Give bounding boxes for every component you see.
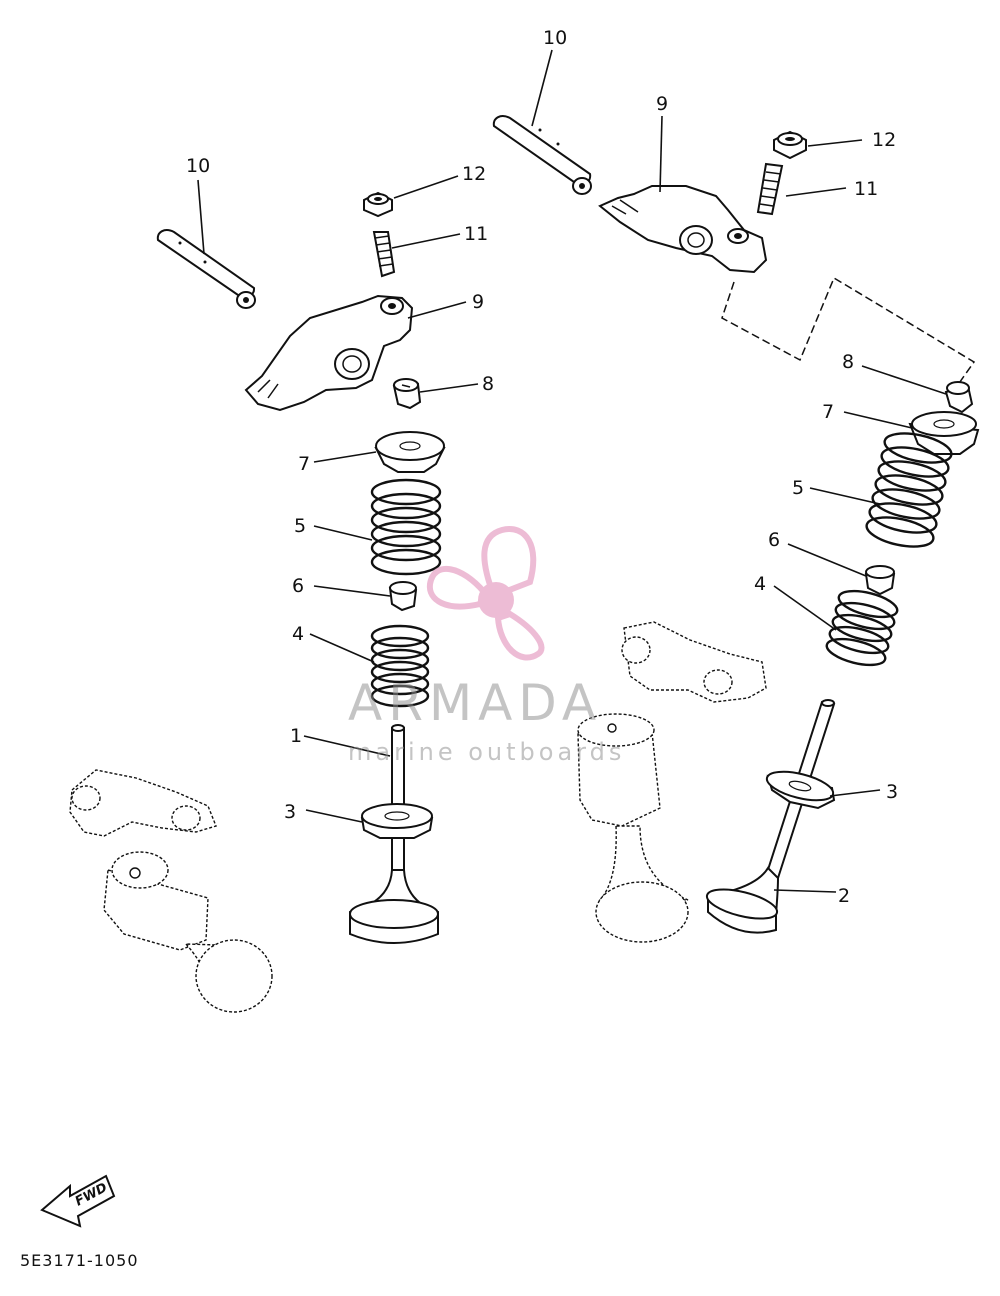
adjusting-screw-left (372, 231, 396, 278)
intake-valve (349, 724, 439, 944)
rocker-arm-right (598, 185, 768, 274)
callout-6-left: 6 (292, 575, 304, 597)
callout-4-left: 4 (292, 623, 304, 645)
linkage-bracket (721, 276, 976, 397)
watermark: ARMADA marine outboards (348, 526, 625, 766)
callout-5-left: 5 (294, 515, 306, 537)
callout-10-left: 10 (186, 155, 210, 177)
valve-stem-seal-left (388, 581, 418, 612)
callout-11-right: 11 (854, 178, 878, 200)
watermark-tagline: marine outboards (348, 738, 625, 766)
valve-spring-outer-right (865, 432, 953, 548)
callout-7-right: 7 (822, 401, 834, 423)
callout-1: 1 (290, 725, 302, 747)
rocker-shaft-left (156, 229, 256, 309)
rocker-shaft-right (492, 115, 592, 195)
callout-9-left: 9 (472, 291, 484, 313)
callout-3-left: 3 (284, 801, 296, 823)
reference-assembly-center (577, 621, 767, 943)
drawing-code: 5E3171-1050 (20, 1251, 139, 1270)
locknut-right (773, 130, 807, 160)
spring-retainer-right (908, 411, 980, 455)
callout-12-right: 12 (872, 129, 896, 151)
valve-cap-left (392, 378, 422, 410)
callout-7-left: 7 (298, 453, 310, 475)
adjusting-screw-right (756, 162, 784, 216)
valve-spring-inner-right (825, 589, 899, 667)
callout-8-right: 8 (842, 351, 854, 373)
callout-8-left: 8 (482, 373, 494, 395)
callout-4-right: 4 (754, 573, 766, 595)
locknut-left (363, 191, 393, 218)
leader-lines (197, 49, 947, 893)
valve-spring-outer-left (370, 478, 442, 576)
callout-labels: 10 10 9 9 12 12 11 11 8 8 7 7 5 5 6 6 4 … (186, 27, 898, 907)
callout-3-right: 3 (886, 781, 898, 803)
callout-9-right: 9 (656, 93, 668, 115)
callout-11-left: 11 (464, 223, 488, 245)
exhaust-valve (705, 699, 836, 934)
callout-5-right: 5 (792, 477, 804, 499)
reference-assembly-left (69, 769, 273, 1013)
spring-retainer-left (374, 431, 446, 473)
callout-10-right: 10 (543, 27, 567, 49)
watermark-brand: ARMADA (348, 674, 602, 732)
callout-2: 2 (838, 885, 850, 907)
valve-spring-inner-left (370, 624, 430, 708)
forward-arrow: FWD (40, 1174, 116, 1228)
valve-seat-left (360, 803, 434, 839)
propeller-logo (426, 526, 545, 661)
callout-12-left: 12 (462, 163, 486, 185)
callout-6-right: 6 (768, 529, 780, 551)
rocker-arm-left (244, 294, 414, 412)
valve-seat-right (765, 770, 836, 810)
valve-stem-seal-right (864, 565, 896, 596)
valve-cap-right (944, 381, 974, 414)
